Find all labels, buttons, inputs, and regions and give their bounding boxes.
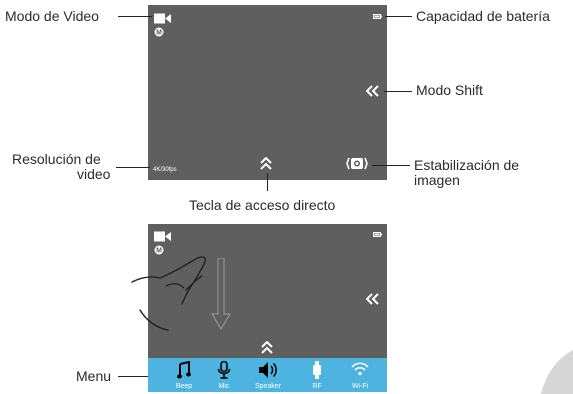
wifi-icon (351, 362, 369, 376)
callout-menu: Menu (76, 368, 112, 384)
manual-mode-badge-icon: M (154, 27, 164, 37)
swipe-down-arrow-icon (211, 258, 231, 330)
speaker-icon (259, 362, 277, 378)
watch-remote-icon (313, 361, 321, 379)
menu-item-label: Beep (175, 383, 193, 390)
menu-item-wifi[interactable]: Wi-Fi (342, 358, 378, 392)
battery-icon (373, 14, 382, 19)
leader-line-resolution (116, 167, 150, 168)
stabilization-icon[interactable] (346, 156, 368, 171)
leader-line-shift-mode (384, 91, 412, 92)
battery-icon (373, 232, 382, 237)
shortcut-chevron-up-icon[interactable] (260, 157, 272, 170)
video-camera-icon[interactable] (154, 13, 171, 24)
menu-item-label: RF (312, 383, 322, 390)
corner-decoration (541, 350, 573, 394)
shortcut-chevron-up-icon[interactable] (261, 341, 273, 354)
callout-shift-mode: Modo Shift (416, 82, 483, 98)
menu-item-beep[interactable]: Beep (166, 358, 202, 392)
callout-battery: Capacidad de batería (416, 8, 550, 24)
callout-stabilization-line1: Estabilización de (414, 157, 520, 173)
svg-text:M: M (156, 29, 162, 36)
callout-shortcut-key: Tecla de acceso directo (189, 197, 336, 213)
menu-item-speaker[interactable]: Speaker (250, 358, 286, 392)
swipe-hand-gesture-icon (131, 256, 206, 331)
menu-item-label: Speaker (254, 383, 282, 390)
leader-line-shortcut (267, 173, 268, 191)
music-note-icon (177, 361, 191, 379)
svg-text:M: M (156, 247, 162, 254)
settings-menu-bar: Beep Mic Speaker RF Wi-Fi (148, 358, 387, 392)
shift-mode-chevron-icon[interactable] (366, 292, 380, 306)
menu-item-label: Wi-Fi (351, 383, 369, 390)
camera-screen-main: M 4K/30fps (148, 5, 387, 180)
callout-resolution-line2: video (77, 166, 111, 182)
callout-resolution-line1: Resolución de (12, 151, 101, 167)
leader-line-menu (118, 376, 148, 377)
resolution-text: 4K/30fps (153, 167, 177, 173)
leader-line-stabilization (372, 165, 410, 166)
callout-video-mode: Modo de Video (5, 8, 99, 24)
leader-line-video-mode (118, 16, 152, 17)
menu-item-mic[interactable]: Mic (206, 358, 242, 392)
menu-item-rf[interactable]: RF (299, 358, 335, 392)
callout-stabilization-line2: imagen (414, 172, 460, 188)
microphone-icon (217, 361, 231, 379)
manual-mode-badge-icon: M (154, 245, 164, 255)
video-camera-icon[interactable] (154, 231, 171, 242)
menu-item-label: Mic (218, 383, 230, 390)
leader-line-battery (385, 16, 412, 17)
shift-mode-chevron-icon[interactable] (366, 84, 380, 98)
